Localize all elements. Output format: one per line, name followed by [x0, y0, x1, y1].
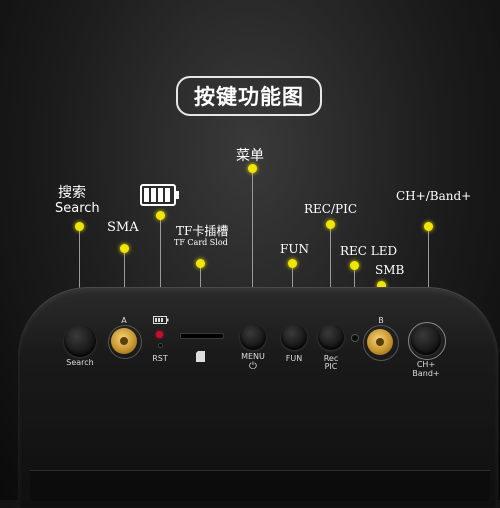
sma-connector[interactable]: [111, 328, 137, 354]
power-icon: ⏻: [249, 361, 257, 372]
menu-label: 菜单: [236, 148, 264, 164]
rst-label: RST: [152, 354, 168, 363]
page-title: 按键功能图: [176, 76, 322, 116]
search-label-en: Search: [55, 201, 100, 216]
rst-pinhole[interactable]: [158, 343, 163, 348]
sma-callout-dot: [120, 244, 129, 253]
ch-band-button[interactable]: [411, 325, 441, 355]
search-button-label: Search: [66, 358, 94, 367]
battery-leader: [160, 218, 161, 316]
band-button-label: Band+: [412, 369, 440, 378]
rec-led-label: REC LED: [340, 244, 398, 258]
menu-button[interactable]: [240, 324, 266, 350]
tf-slot-label-en: TF Card Slod: [174, 238, 228, 247]
sma-ring: [108, 325, 142, 359]
smb-connector[interactable]: [367, 329, 393, 355]
smb-callout-dot: [377, 281, 386, 290]
tf-slot-label-cn: TF卡插槽: [176, 224, 229, 238]
smb-ring: [363, 325, 399, 361]
pic-button-label: PIC: [324, 362, 338, 371]
fun-button-label: FUN: [285, 354, 303, 363]
menu-callout-dot: [248, 164, 257, 173]
ch-band-callout-dot: [424, 222, 433, 231]
ch-band-ring: [408, 322, 446, 360]
fun-button[interactable]: [281, 324, 307, 350]
sma-a-label: A: [121, 316, 127, 325]
ch-band-leader: [428, 228, 429, 328]
ch-button-label: CH+: [416, 360, 436, 369]
search-button[interactable]: [64, 325, 96, 357]
rst-led: [156, 331, 163, 338]
fun-label: FUN: [280, 242, 309, 256]
rec-pic-leader: [330, 226, 331, 328]
search-callout-dot: [75, 222, 84, 231]
tf-callout-dot: [196, 259, 205, 268]
rec-pic-label: REC/PIC: [304, 202, 358, 216]
fun-callout-dot: [288, 259, 297, 268]
search-label-cn: 搜索: [58, 185, 86, 201]
ch-band-label: CH+/Band+: [396, 189, 472, 203]
device-base: [30, 470, 490, 501]
rec-pic-button[interactable]: [318, 324, 344, 350]
rec-led-callout-dot: [350, 261, 359, 270]
rec-pic-callout-dot: [326, 220, 335, 229]
battery-indicator-icon: [153, 316, 169, 324]
sd-card-icon: [196, 351, 205, 362]
rec-button-label: Rec: [323, 354, 339, 363]
battery-callout-dot: [156, 211, 165, 220]
smb-label: SMB: [375, 263, 405, 277]
menu-leader: [252, 170, 253, 325]
tf-card-slot[interactable]: [180, 333, 224, 339]
menu-button-label: MENU: [241, 352, 265, 361]
battery-icon: [140, 184, 179, 206]
sma-label: SMA: [107, 220, 139, 235]
search-leader: [79, 228, 80, 328]
smb-b-label: B: [378, 316, 384, 325]
rec-led: [351, 334, 359, 342]
